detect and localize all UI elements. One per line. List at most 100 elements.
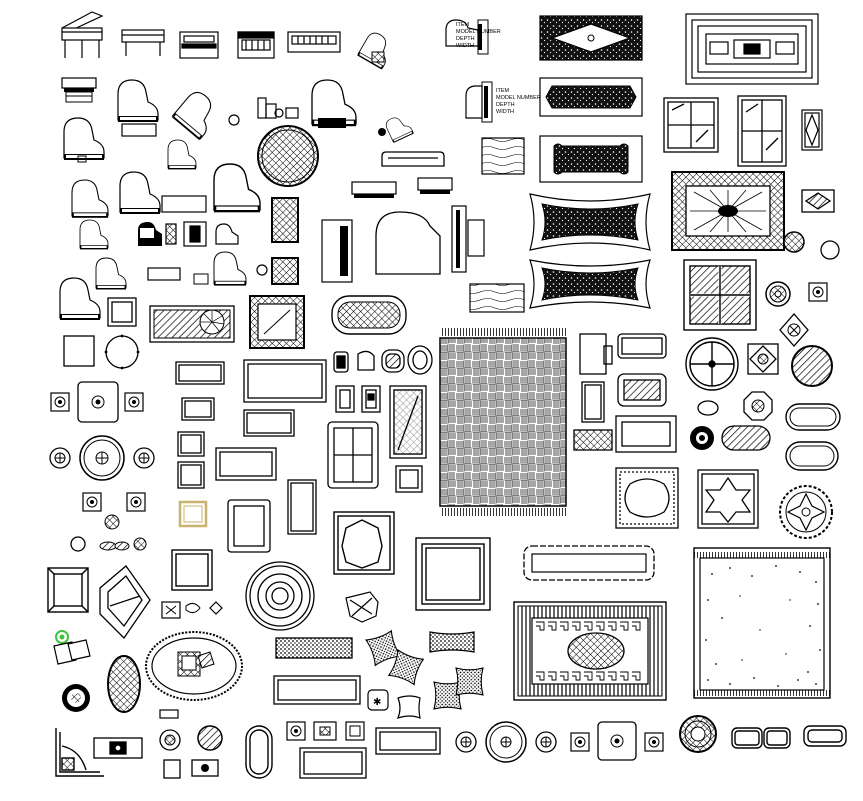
- chair-row: [333, 345, 433, 459]
- stool-black-icon: [378, 128, 386, 136]
- stool-square-icon: [77, 155, 87, 163]
- bordered-rug-large: [685, 13, 819, 85]
- button-row-a: [50, 381, 144, 423]
- round-table-dashed: [104, 334, 140, 370]
- cushion-star: ✱: [367, 689, 421, 719]
- frame-square-b: [63, 335, 95, 367]
- rosette-diamond: [779, 313, 809, 347]
- round-button-dark: [62, 684, 90, 712]
- rounded-tiles-bottom: [731, 725, 847, 749]
- woodgrain-panel-a: [481, 137, 525, 175]
- dotted-cushion-a: [429, 631, 475, 653]
- oval-frame-right-b-inner: [789, 445, 835, 467]
- small-round-icon: [783, 231, 805, 253]
- upright-piano-top-icon: [61, 77, 97, 103]
- ring-medallion: [245, 561, 315, 631]
- slim-bar-icon: [159, 709, 179, 719]
- small-ring-icon: [820, 240, 840, 260]
- panel-cluster-right: [573, 333, 677, 453]
- piano-tag-b: ITEM MODEL NUMBER DEPTH WIDTH: [465, 81, 541, 123]
- pillow-pair-a: [365, 630, 424, 686]
- rosette-a: [765, 281, 791, 307]
- star-frame-square: [697, 469, 759, 529]
- selection-marker[interactable]: [55, 630, 69, 644]
- diamond-tile: [801, 189, 835, 213]
- woodgrain-panel-b: [469, 283, 525, 313]
- cross-frame-small: [345, 591, 379, 623]
- rosette-large: [679, 715, 717, 753]
- four-pane-cabinet: [327, 421, 379, 489]
- upright-piano-elevation-icon: [179, 31, 219, 59]
- small-square-buttons-bottom: [286, 721, 365, 741]
- curved-speckle-rug-b: [529, 259, 651, 309]
- woven-rug: [439, 328, 567, 516]
- bench-icon: [121, 123, 157, 137]
- square-frame-x: [47, 567, 89, 613]
- frame-bottom-a: [299, 747, 367, 779]
- tag-b-line2: MODEL NUMBER: [496, 95, 541, 101]
- seated-piano-icon: [257, 97, 299, 119]
- window-mirror-a: [663, 97, 719, 153]
- grand-piano-top-c-icon: [63, 117, 105, 161]
- grand-piano-dark-icon: [138, 222, 162, 246]
- corner-bracket: [55, 728, 104, 777]
- ornament-cluster: [70, 492, 147, 552]
- hatched-oval-rug: [107, 655, 141, 713]
- pillow-pair-b: [433, 667, 484, 710]
- octagon-button: [743, 391, 773, 421]
- piano-bench-icon: [121, 29, 165, 56]
- grand-piano-top-a-icon: [117, 79, 159, 123]
- console-table: [93, 737, 143, 759]
- square-button-a: [808, 282, 828, 302]
- framed-octagon-mirror: [333, 511, 395, 575]
- round-button-row-bottom: [455, 721, 557, 763]
- grand-piano-top-h-icon: [95, 257, 127, 290]
- tag-a-line3: DEPTH: [456, 36, 475, 42]
- speckle-rug-runner: [539, 15, 643, 61]
- grand-piano-small-angled-icon: [383, 112, 415, 144]
- tag-b-line3: DEPTH: [496, 102, 515, 108]
- hatched-pill: [721, 425, 771, 451]
- round-icon-row-bottom: [159, 725, 223, 779]
- throw-blanket: [99, 565, 151, 640]
- large-dotted-rug: [693, 547, 831, 699]
- tag-b-line4: WIDTH: [496, 109, 514, 115]
- upright-piano-front-icon: [237, 31, 275, 59]
- frame-column: [175, 359, 327, 553]
- frame-bottom-b: [375, 727, 441, 755]
- compass-table: [685, 337, 739, 391]
- curved-speckle-rug-a: [529, 193, 651, 251]
- oval-coffee-table-set: [145, 631, 243, 701]
- piano-cluster-icon: [165, 221, 239, 247]
- dotted-bench-a: [275, 637, 353, 659]
- tag-b-line1: ITEM: [496, 88, 510, 94]
- piano-bench-small-icon: [371, 51, 385, 63]
- speckle-rug-octagon: [539, 77, 643, 117]
- piano-side-icon: [193, 273, 209, 285]
- grand-piano-elevation-icon: [61, 11, 104, 58]
- sunburst-rug: [671, 171, 785, 251]
- grand-piano-large-icon: [321, 205, 485, 283]
- pill-frame-vertical: [245, 725, 273, 779]
- bench-top-icon: [381, 151, 445, 167]
- greek-key-rug: [513, 601, 667, 701]
- framed-mirror-ornate: [249, 295, 305, 349]
- tag-a-line2: MODEL NUMBER: [456, 29, 501, 35]
- star-medallion: [779, 485, 833, 539]
- tag-a-line4: WIDTH: [456, 43, 474, 49]
- square-frame-d: [171, 549, 213, 591]
- keyboard-icon: [287, 31, 341, 53]
- grand-piano-top-e-icon: [119, 171, 161, 215]
- frame-square-a: [107, 297, 137, 327]
- hatched-square-small: [271, 257, 299, 285]
- round-button-row: [49, 435, 155, 481]
- round-hatched-table: [257, 125, 319, 187]
- rosette-b: [690, 426, 714, 450]
- highlighted-frame-inner: [183, 505, 203, 523]
- grand-piano-top-d-icon: [71, 179, 109, 219]
- window-mirror-b: [737, 95, 787, 167]
- oval-frame-right-a-inner: [789, 407, 837, 427]
- frame-small-c: [395, 465, 423, 493]
- stool-round-icon: [256, 264, 268, 276]
